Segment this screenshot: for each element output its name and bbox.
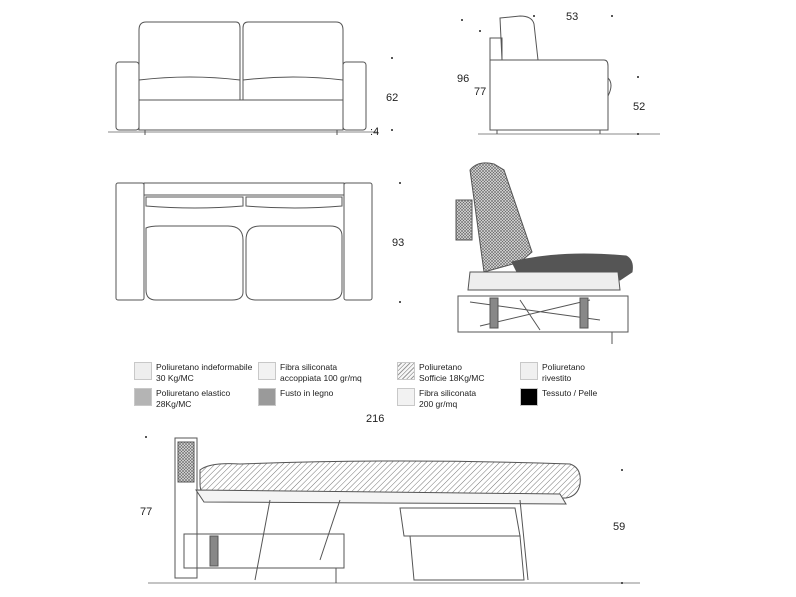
dim-side-seat-height: 52	[633, 101, 646, 113]
dim-side-total-height: 96	[457, 73, 470, 85]
legend-text: Tessuto / Pelle	[542, 388, 598, 398]
dim-front-height: 62	[386, 92, 399, 104]
dim-foot-height: :4	[370, 126, 380, 138]
legend-swatch	[520, 362, 538, 380]
dim-top-depth: 93	[392, 237, 405, 249]
legend-swatch	[397, 388, 415, 406]
legend-swatch	[258, 388, 276, 406]
dim-bed-height: 59	[613, 521, 626, 533]
legend-swatch	[258, 362, 276, 380]
legend-swatch-hatched	[397, 362, 415, 380]
dimension-dots	[145, 15, 639, 584]
section-view	[455, 162, 633, 344]
open-bed-view	[148, 437, 640, 584]
dim-side-depth: 53	[566, 11, 579, 23]
legend-swatch	[520, 388, 538, 406]
dim-bed-length: 216	[366, 413, 385, 425]
dim-foot-height-value: 4	[373, 126, 380, 138]
side-view	[478, 15, 660, 135]
legend-swatch	[134, 362, 152, 380]
legend-text: Fusto in legno	[280, 388, 334, 398]
front-view	[108, 21, 378, 135]
legend-swatch	[134, 388, 152, 406]
dim-bed-back-height: 77	[140, 506, 153, 518]
top-view	[115, 182, 373, 301]
dim-side-back-height: 77	[474, 86, 487, 98]
